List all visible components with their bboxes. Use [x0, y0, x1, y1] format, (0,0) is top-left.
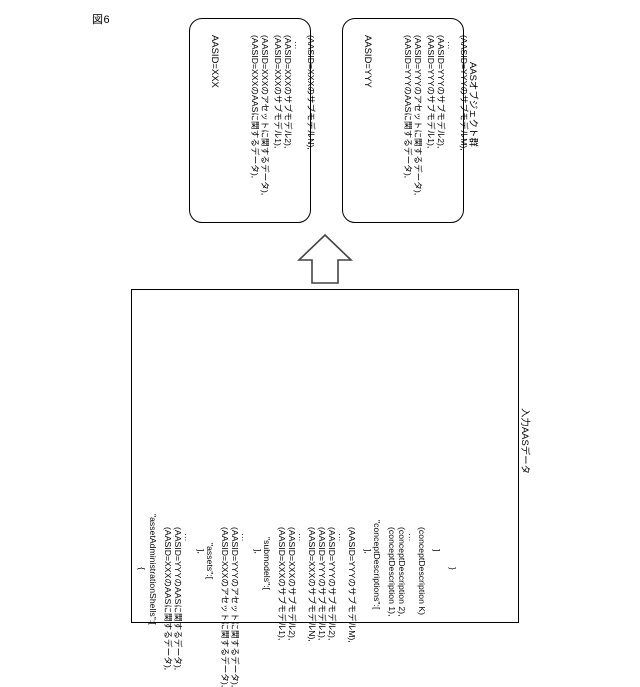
json-close-conceptdescriptions: ]	[432, 549, 441, 551]
json-item-cd-1: (conceptDescription 2),	[397, 527, 406, 617]
aas-object-box-yyy: AASID=YYY (AASID=YYYのAASに関するデータ), (AASID…	[342, 18, 464, 223]
json-item-assets-1: (AASID=YYYのアセットに関するデータ),	[230, 527, 239, 687]
json-item-aas-2: …	[183, 533, 192, 542]
json-item-cd-3: (conceptDescription K)	[417, 527, 426, 615]
aas-objects-group-label: AASオブジェクト群	[469, 62, 478, 147]
json-close-aas: ],	[196, 549, 205, 554]
json-item-submodels-7: (AASID=YYYのサブモデルM),	[347, 527, 356, 643]
aas-box-xxx-line-4: …	[293, 41, 302, 50]
aas-box-xxx-line-0: (AASID=XXXのAASに関するデータ),	[250, 35, 259, 178]
json-item-submodels-5: (AASID=YYYのサブモデル2),	[327, 527, 336, 640]
json-item-submodels-6: …	[337, 533, 346, 542]
json-item-aas-1: (AASID=YYYのAASに関するデータ),	[173, 527, 182, 670]
aas-box-xxx-line-2: (AASID=XXXのサブモデル1),	[273, 35, 282, 148]
json-close-assets: ],	[253, 549, 262, 554]
json-item-cd-2: …	[407, 533, 416, 542]
input-aas-data-label: 入力AASデータ	[521, 408, 530, 474]
json-key-assets: "assets":[	[205, 543, 214, 579]
json-item-submodels-2: …	[297, 533, 306, 542]
aas-box-yyy-title: AASID=YYY	[364, 35, 373, 88]
json-open-brace: {	[137, 567, 146, 570]
json-item-submodels-3: (AASID=XXXのサブモデルN),	[307, 527, 316, 642]
figure-number: 図6	[92, 11, 110, 27]
json-item-aas-0: (AASID=XXXのAASに関するデータ),	[163, 527, 172, 670]
json-item-assets-2: …	[240, 533, 249, 542]
json-item-assets-0: (AASID=XXXのアセットに関するデータ),	[220, 527, 229, 687]
json-key-assetadministrationshells: "assetAdministrationShells":[	[148, 514, 157, 625]
aas-box-yyy-line-1: (AASID=YYYのアセットに関するデータ),	[413, 35, 422, 195]
json-close-brace: }	[448, 567, 457, 570]
json-close-submodels: ],	[363, 549, 372, 554]
json-item-submodels-0: (AASID=XXXのサブモデル1),	[277, 527, 286, 640]
aas-box-xxx-title: AASID=XXX	[211, 35, 220, 88]
json-item-submodels-1: (AASID=XXXのサブモデル2),	[287, 527, 296, 640]
aas-box-yyy-line-2: (AASID=YYYのサブモデル1),	[426, 35, 435, 148]
aas-box-yyy-line-4: …	[446, 41, 455, 50]
input-aas-data-box: { "assetAdministrationShells":[ (AASID=X…	[131, 289, 519, 623]
json-key-conceptdescriptions: "conceptDescriptions":[	[372, 520, 381, 609]
aas-box-xxx-line-5: (AASID=XXXのサブモデルN),	[306, 35, 315, 150]
json-item-cd-0: (conceptDescription 1),	[387, 527, 396, 617]
up-arrow-icon	[296, 233, 354, 285]
aas-box-yyy-line-5: (AASID=YYYのサブモデルM),	[459, 35, 468, 151]
aas-box-xxx-line-3: (AASID=XXXのサブモデル2),	[283, 35, 292, 148]
aas-box-xxx-line-1: (AASID=XXXのアセットに関するデータ),	[260, 35, 269, 195]
aas-box-yyy-line-3: (AASID=YYYのサブモデル2),	[436, 35, 445, 148]
aas-object-box-xxx: AASID=XXX (AASID=XXXのAASに関するデータ), (AASID…	[189, 18, 311, 223]
json-item-submodels-4: (AASID=YYYのサブモデル1),	[317, 527, 326, 640]
json-key-submodels: "submodels":[	[262, 537, 271, 590]
aas-box-yyy-line-0: (AASID=YYYのAASに関するデータ),	[403, 35, 412, 178]
